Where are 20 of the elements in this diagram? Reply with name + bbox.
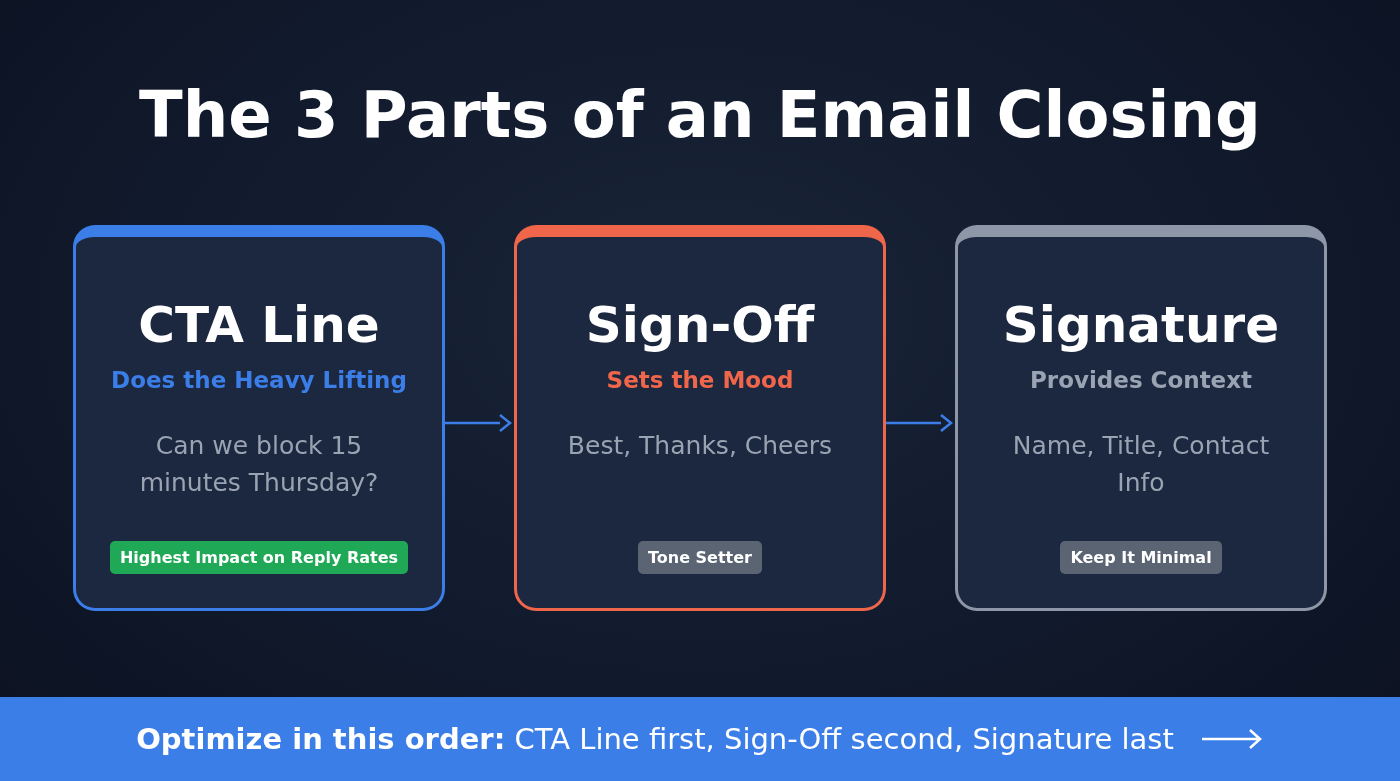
arrow xyxy=(886,413,953,433)
banner-text: Optimize in this order: CTA Line first, Sign-Off second, Signature last xyxy=(136,722,1174,756)
card-title: CTA Line xyxy=(138,296,380,354)
card-subtitle: Provides Context xyxy=(1029,367,1253,393)
card-title: Signature xyxy=(1002,296,1280,354)
card-title: Sign-Off xyxy=(585,296,815,354)
summary-banner xyxy=(0,697,1400,781)
tag-label: Tone Setter xyxy=(638,541,762,574)
card-subtitle: Sets the Mood xyxy=(606,367,794,393)
process-card xyxy=(514,225,886,611)
tag-label: Highest Impact on Reply Rates xyxy=(109,541,409,574)
card-example: Can we block 15 minutes Thursday? xyxy=(139,431,379,497)
card-subtitle: Does the Heavy Lifting xyxy=(111,367,407,393)
tag-label: Keep It Minimal xyxy=(1060,541,1222,574)
card-example: Best, Thanks, Cheers xyxy=(567,431,833,460)
process-card xyxy=(955,225,1327,611)
title: The 3 Parts of an Email Closing xyxy=(139,77,1261,154)
process-card xyxy=(73,225,445,611)
card-example: Name, Title, Contact Info xyxy=(1012,431,1270,497)
arrow xyxy=(445,413,512,433)
